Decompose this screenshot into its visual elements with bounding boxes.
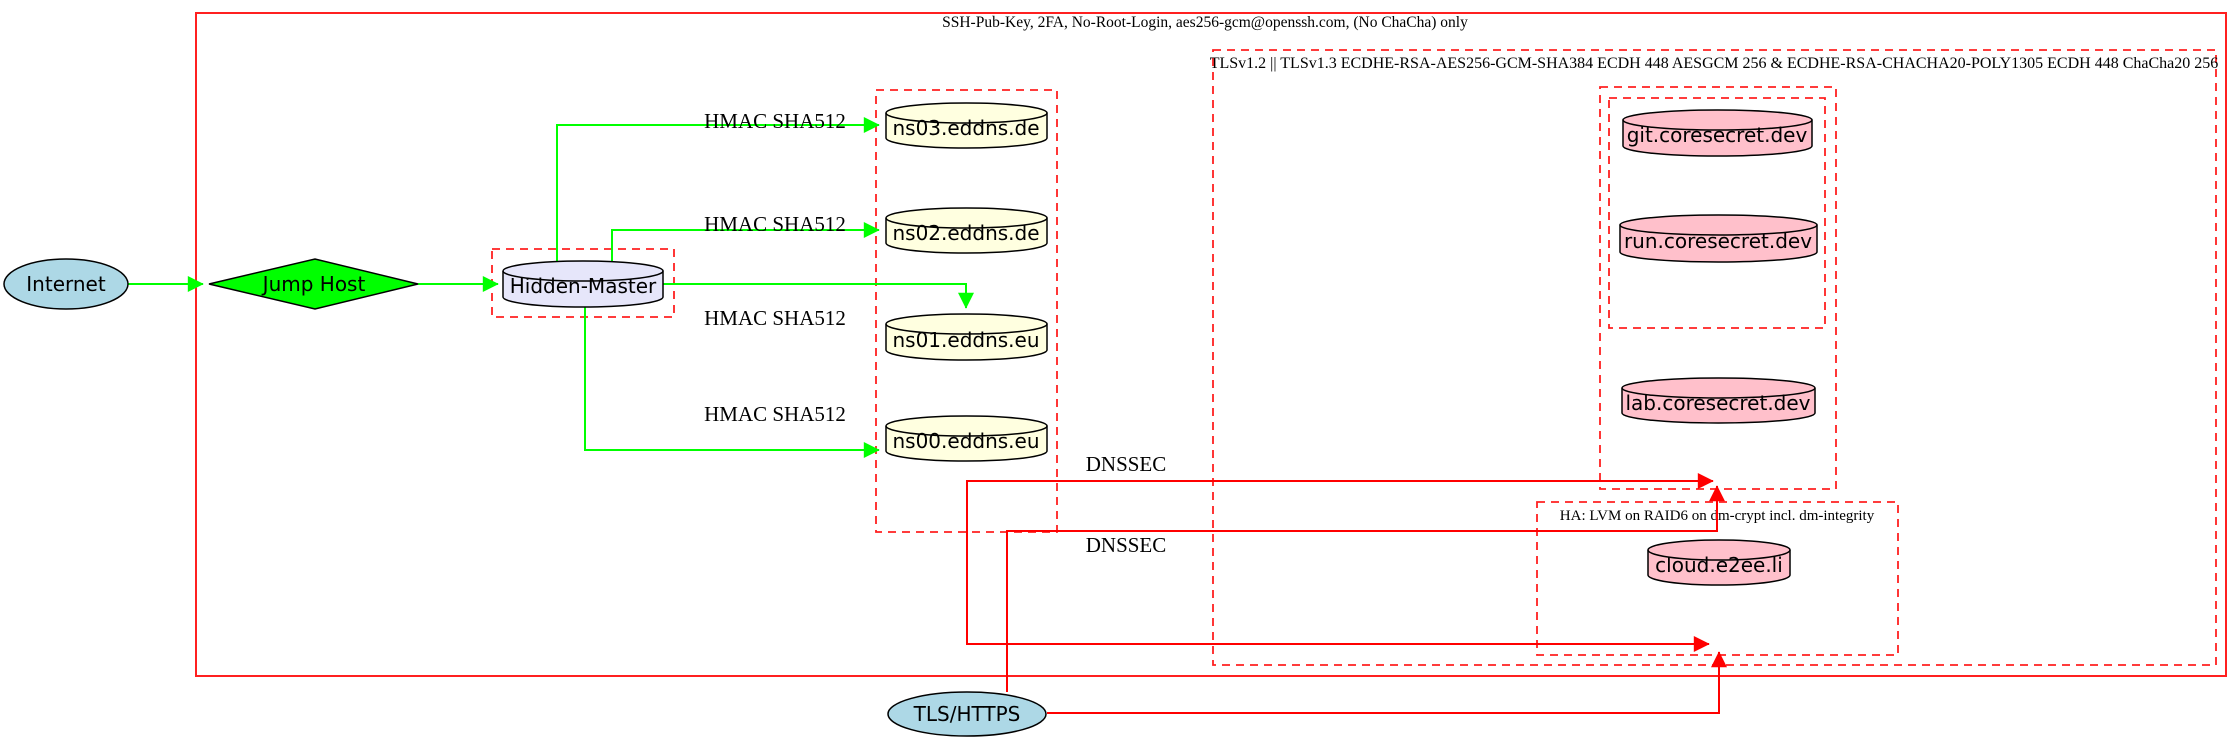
tls-cluster-title: TLSv1.2 || TLSv1.3 ECDHE-RSA-AES256-GCM-… (1210, 55, 2219, 72)
edge-label-hmac-ns02: HMAC SHA512 (704, 212, 846, 236)
edge-hiddenmaster-to-ns00 (584, 307, 880, 458)
cloud-cylinder (1647, 539, 1791, 586)
internet-ellipse (3, 258, 129, 310)
edge-tls-to-ha (1047, 651, 1727, 714)
edge-label-hmac-ns03: HMAC SHA512 (704, 109, 846, 133)
internet-node: Internet (3, 258, 129, 310)
ns03-node: ns03.eddns.de (885, 102, 1048, 149)
ha-cluster-box (1536, 501, 1899, 656)
hidden-master-cylinder (502, 260, 664, 308)
nameserver-cluster-box (875, 89, 1058, 533)
coresecret-inner-cluster-box (1608, 97, 1826, 329)
lab-node: lab.coresecret.dev (1621, 377, 1816, 424)
ns01-label: ns01.eddns.eu (892, 328, 1039, 352)
run-node: run.coresecret.dev (1619, 214, 1818, 263)
lab-cylinder (1621, 377, 1816, 424)
ns00-cylinder (885, 415, 1048, 462)
run-label: run.coresecret.dev (1624, 229, 1812, 253)
internet-label: Internet (26, 272, 106, 296)
git-node: git.coresecret.dev (1622, 109, 1813, 157)
jump-host-node: Jump Host (208, 258, 419, 310)
jump-host-diamond (208, 258, 419, 310)
ns02-label: ns02.eddns.de (892, 221, 1039, 245)
edge-label-dnssec-1: DNSSEC (1086, 452, 1167, 476)
ns03-label: ns03.eddns.de (892, 116, 1039, 140)
tls-https-node: TLS/HTTPS (887, 691, 1047, 737)
ns02-cylinder (885, 207, 1048, 254)
edge-hiddenmaster-to-ns02 (611, 222, 880, 261)
cloud-label: cloud.e2ee.li (1655, 553, 1783, 577)
edge-hiddenmaster-to-ns01 (663, 283, 974, 309)
git-cylinder (1622, 109, 1813, 157)
edge-hiddenmaster-to-ns03 (556, 117, 880, 261)
hidden-master-label: Hidden-Master (510, 274, 657, 298)
ns03-cylinder (885, 102, 1048, 149)
ns01-node: ns01.eddns.eu (885, 313, 1048, 361)
edge-tls-to-coresecret (1006, 485, 1725, 692)
ssh-cluster-box (195, 12, 2227, 677)
jump-host-label: Jump Host (261, 272, 366, 296)
hidden-master-node: Hidden-Master (502, 260, 664, 308)
edge-label-hmac-ns01: HMAC SHA512 (704, 306, 846, 330)
edge-label-dnssec-2: DNSSEC (1086, 533, 1167, 557)
tls-https-label: TLS/HTTPS (913, 702, 1021, 726)
cloud-node: cloud.e2ee.li (1647, 539, 1791, 586)
ns01-cylinder (885, 313, 1048, 361)
lab-label: lab.coresecret.dev (1625, 391, 1810, 415)
edge-label-hmac-ns00: HMAC SHA512 (704, 402, 846, 426)
ssh-cluster-title: SSH-Pub-Key, 2FA, No-Root-Login, aes256-… (942, 14, 1468, 31)
git-label: git.coresecret.dev (1627, 123, 1808, 147)
tls-https-ellipse (887, 691, 1047, 737)
ns00-node: ns00.eddns.eu (885, 415, 1048, 462)
ns00-label: ns00.eddns.eu (892, 429, 1039, 453)
edge-dnssec-to-ha (966, 532, 1710, 652)
run-cylinder (1619, 214, 1818, 263)
ns02-node: ns02.eddns.de (885, 207, 1048, 254)
edge-dnssec-to-coresecret (966, 473, 1714, 532)
